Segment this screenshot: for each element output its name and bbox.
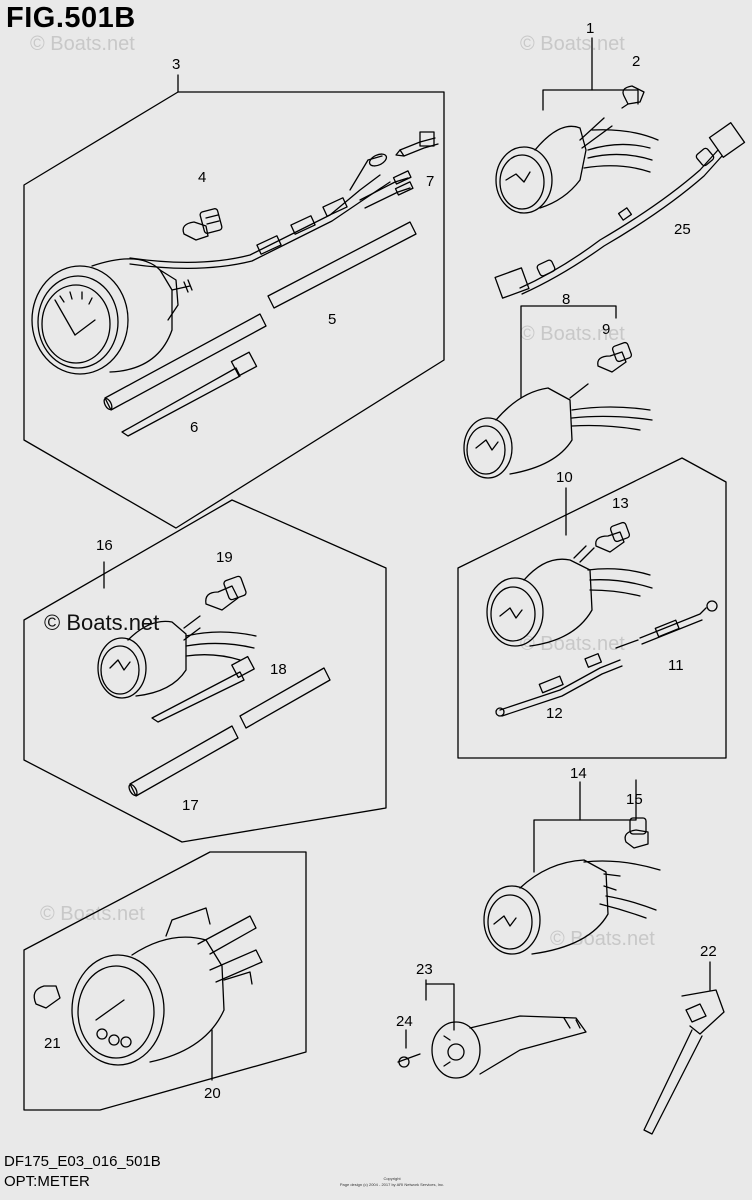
callout-19: 19	[216, 549, 233, 566]
callout-6: 6	[190, 419, 198, 436]
figure-title: FIG.501B	[6, 2, 136, 34]
cable-tie-18	[151, 655, 255, 723]
callout-15: 15	[626, 791, 643, 808]
callout-12: 12	[546, 705, 563, 722]
callout-17: 17	[182, 797, 199, 814]
screw-24	[397, 1053, 421, 1068]
callout-labels: 1 2 3 4 5 6 7 8 9 10 11 12 13 14 15 16 1…	[44, 20, 717, 1102]
watermark-text: © Boats.net	[550, 928, 655, 950]
callout-18: 18	[270, 661, 287, 678]
callout-4: 4	[198, 169, 206, 186]
leader-8	[520, 305, 617, 399]
callout-23: 23	[416, 961, 433, 978]
bulb-4	[182, 208, 223, 241]
watermark-text: © Boats.net	[520, 33, 625, 55]
callout-20: 20	[204, 1085, 221, 1102]
callout-9: 9	[602, 321, 610, 338]
gauge-8	[463, 383, 653, 479]
figure-code: DF175_E03_016_501B	[4, 1153, 161, 1170]
tube-17	[128, 667, 331, 797]
leader-14	[533, 779, 637, 873]
bulb-13	[595, 521, 631, 553]
gauge-20	[71, 907, 263, 1066]
watermark-text: © Boats.net	[30, 33, 135, 55]
callout-2: 2	[632, 53, 640, 70]
bulb-9	[597, 341, 633, 373]
harness-25	[494, 122, 746, 299]
sender-22	[643, 989, 725, 1135]
group-16-outline	[23, 499, 387, 843]
bulb-21	[33, 985, 61, 1009]
callout-25: 25	[674, 221, 691, 238]
gauge-1	[495, 117, 659, 214]
gauge-14	[483, 859, 661, 955]
callout-11: 11	[668, 657, 684, 674]
copyright-line-2: Page design (c) 2004 - 2017 by ARI Netwo…	[339, 1182, 445, 1187]
callout-3: 3	[172, 56, 180, 73]
tube-5	[103, 221, 417, 411]
watermark-label: © Boats.net	[44, 610, 160, 635]
callout-8: 8	[562, 291, 570, 308]
harness-3	[129, 153, 414, 269]
bulb-15	[624, 817, 649, 849]
callout-16: 16	[96, 537, 113, 554]
wire-11	[615, 600, 718, 649]
figure-subtitle: OPT:METER	[4, 1173, 90, 1190]
callout-5: 5	[328, 311, 336, 328]
leader-1	[542, 89, 639, 111]
gauge-10	[486, 545, 653, 647]
callout-7: 7	[426, 173, 434, 190]
group-3-outline	[23, 91, 445, 529]
watermark-text: © Boats.net	[520, 323, 625, 345]
callout-10: 10	[556, 469, 573, 486]
group-10-outline	[457, 457, 727, 759]
leader-23	[425, 983, 455, 1031]
callout-14: 14	[570, 765, 587, 782]
callout-24: 24	[396, 1013, 413, 1030]
wire-12	[495, 653, 623, 717]
copyright-line-1: Copyright	[383, 1176, 401, 1181]
cable-tie-6	[121, 351, 258, 437]
gauge-3	[31, 258, 193, 375]
callout-22: 22	[700, 943, 717, 960]
group-20-outline	[23, 851, 307, 1111]
connector-7	[395, 131, 439, 157]
callout-21: 21	[44, 1035, 61, 1052]
watermark-text: © Boats.net	[520, 633, 625, 655]
bulb-2	[621, 85, 645, 109]
sender-23	[431, 1015, 587, 1079]
callout-13: 13	[612, 495, 629, 512]
callout-1: 1	[586, 20, 594, 37]
bulb-19	[205, 575, 247, 611]
gauge-16	[97, 615, 257, 699]
